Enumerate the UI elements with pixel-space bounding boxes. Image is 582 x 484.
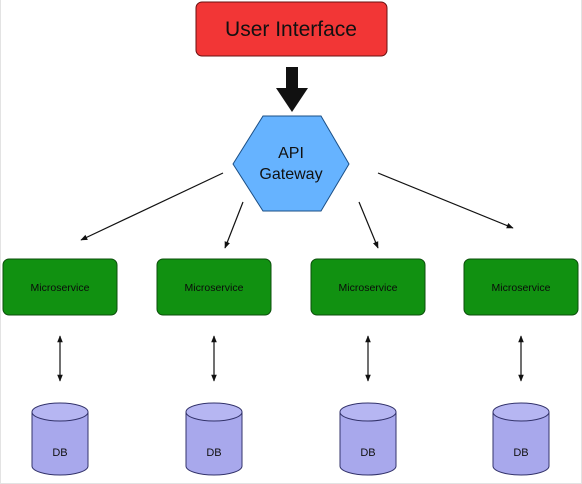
gateway-arrow-4: [377, 172, 514, 229]
microservice-label: Microservice: [339, 282, 398, 294]
microservice-db-connectors: [57, 335, 524, 382]
db-label: DB: [206, 447, 221, 459]
microservice-node-1: Microservice: [2, 258, 118, 316]
microservice-node-4: Microservice: [463, 258, 579, 316]
user-interface-label: User Interface: [225, 18, 357, 41]
microservice-label: Microservice: [31, 282, 90, 294]
db-label: DB: [360, 447, 375, 459]
microservice-node-3: Microservice: [310, 258, 426, 316]
ui-to-gateway-arrow: [276, 67, 308, 112]
gateway-arrow-3: [358, 201, 379, 249]
db-label: DB: [52, 447, 67, 459]
api-gateway-node: API Gateway: [232, 115, 350, 212]
microservice-label: Microservice: [492, 282, 551, 294]
db-node-1: DB: [31, 402, 89, 476]
gateway-arrow-1: [80, 172, 224, 241]
api-gateway-label-line1: API: [278, 145, 304, 162]
api-gateway-label-line2: Gateway: [259, 166, 322, 183]
db-node-3: DB: [339, 402, 397, 476]
db-node-2: DB: [185, 402, 243, 476]
gateway-arrow-2: [224, 201, 244, 249]
microservice-node-2: Microservice: [156, 258, 272, 316]
db-node-4: DB: [492, 402, 550, 476]
microservice-label: Microservice: [185, 282, 244, 294]
user-interface-node: User Interface: [195, 1, 388, 57]
db-label: DB: [513, 447, 528, 459]
gateway-to-microservice-arrows: [80, 172, 514, 249]
